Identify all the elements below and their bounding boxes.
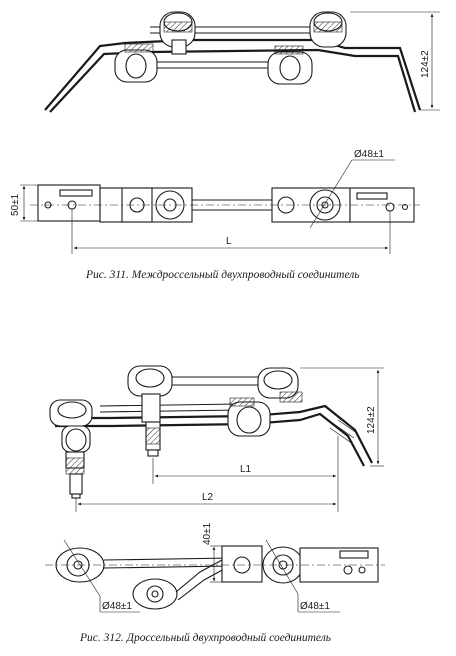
fig312-side-view: 124±2 L1 L2 xyxy=(49,365,384,512)
fig312-height-label: 124±2 xyxy=(366,406,377,434)
fig312-length2-label: L2 xyxy=(202,492,214,503)
lug312-top-right xyxy=(257,367,303,403)
lug-bottom-left xyxy=(114,43,158,83)
lug-top-left xyxy=(159,11,196,55)
lug-top-right xyxy=(309,11,347,48)
fig311-height-label: 124±2 xyxy=(420,50,431,78)
fig312-plan-view: 40±1 Ø48±1 Ø48±1 xyxy=(45,522,385,613)
fig311-diameter-label: Ø48±1 xyxy=(354,149,384,160)
fig311-width-label: 50±1 xyxy=(10,193,21,216)
fig312-length1-label: L1 xyxy=(240,464,252,475)
fig312-caption: Рис. 312. Дроссельный двухпроводный соед… xyxy=(79,631,331,644)
lug312-top-left xyxy=(127,365,173,457)
lug312-right-lower xyxy=(227,397,271,437)
fig311-plan-view: Ø48±1 50±1 L xyxy=(10,149,420,254)
fig312-right-diameter-label: Ø48±1 xyxy=(300,601,330,612)
fig311-caption: Рис. 311. Междроссельный двухпроводный с… xyxy=(85,268,360,281)
lug312-far-left xyxy=(49,399,93,499)
rail-clamp xyxy=(329,419,359,443)
fig312-width-label: 40±1 xyxy=(202,522,213,545)
fig312-left-diameter-label: Ø48±1 xyxy=(102,601,132,612)
lug-bottom-right xyxy=(267,45,313,85)
fig311-length-label: L xyxy=(226,236,232,247)
fig311-side-view: 124±2 xyxy=(44,11,440,113)
